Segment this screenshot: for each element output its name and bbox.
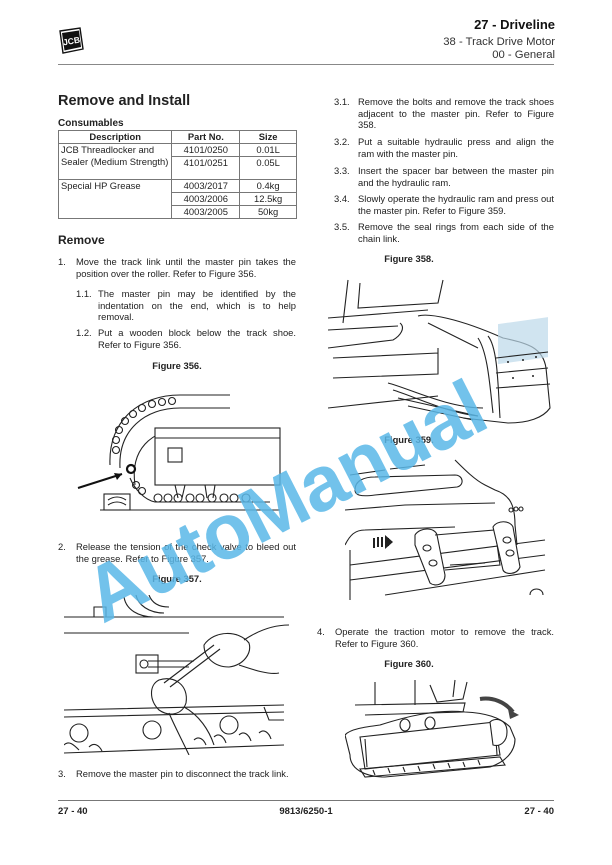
figure-358-image (327, 278, 558, 428)
step-1-1: 1.1. The master pin may be identified by… (76, 288, 296, 323)
remove-heading: Remove (58, 233, 105, 247)
jcb-logo: JCB (58, 27, 84, 54)
svg-text:JCB: JCB (62, 35, 80, 48)
table-header-row: Description Part No. Size (57, 130, 297, 144)
page-number-right: 27 - 40 (524, 806, 554, 817)
column-header: Description (57, 130, 173, 144)
column-header: Size (239, 130, 297, 144)
subsection-title: 38 - Track Drive Motor (443, 36, 555, 48)
footer-divider (58, 800, 554, 801)
step-3: 3. Remove the master pin to disconnect t… (58, 768, 289, 779)
step-3-5: 3.5. Remove the seal rings from each sid… (334, 221, 554, 244)
cell-part-no: 4003/2006 (171, 192, 241, 206)
figure-357-image (63, 594, 304, 756)
figure-356-caption: Figure 356. (152, 360, 202, 371)
figure-359-caption: Figure 359. (384, 434, 434, 445)
figure-360-caption: Figure 360. (384, 658, 434, 669)
header-divider (58, 64, 554, 65)
figure-359-image (344, 455, 555, 605)
cell-part-no: 4003/2017 (171, 179, 241, 193)
document-number: 9813/6250-1 (279, 806, 333, 817)
cell-description: Special HP Grease (57, 179, 173, 219)
consumables-table: Description Part No. Size JCB Threadlock… (57, 130, 297, 219)
cell-description: JCB Threadlocker and Sealer (Medium Stre… (57, 143, 173, 180)
cell-size: 0.4kg (239, 179, 297, 193)
step-1: 1. Move the track link until the master … (58, 256, 296, 279)
cell-size: 12.5kg (239, 192, 297, 206)
table-row: 4003/2005 50kg (59, 205, 297, 219)
table-row: Special HP Grease 4003/2017 0.4kg (57, 179, 297, 219)
cell-part-no: 4101/0250 (171, 143, 241, 157)
figure-357-caption: Figure 357. (152, 573, 202, 584)
step-2: 2. Release the tension of the check valv… (58, 541, 296, 564)
section-title: 27 - Driveline (474, 17, 555, 32)
page-title: Remove and Install (58, 93, 191, 109)
figure-356-image (70, 390, 300, 525)
table-row: 4003/2006 12.5kg (59, 192, 297, 206)
table-row: 4101/0251 0.05L (59, 156, 297, 180)
step-3-1: 3.1. Remove the bolts and remove the tra… (334, 96, 554, 131)
subsection-titles: 38 - Track Drive Motor 00 - General (443, 36, 555, 62)
column-header: Part No. (171, 130, 241, 144)
page-number-left: 27 - 40 (58, 806, 88, 817)
consumables-label: Consumables (58, 118, 124, 129)
cell-size: 0.01L (239, 143, 297, 157)
figure-358-caption: Figure 358. (384, 253, 434, 264)
sub-subsection-title: 00 - General (492, 49, 555, 61)
table-row: JCB Threadlocker and Sealer (Medium Stre… (57, 143, 297, 180)
step-3-3: 3.3. Insert the spacer bar between the m… (334, 165, 554, 188)
step-3-4: 3.4. Slowly operate the hydraulic ram an… (334, 193, 554, 216)
cell-size: 0.05L (239, 156, 297, 180)
step-1-2: 1.2. Put a wooden block below the track … (76, 327, 296, 350)
step-4: 4. Operate the traction motor to remove … (317, 626, 554, 649)
cell-part-no: 4101/0251 (171, 156, 241, 180)
step-3-2: 3.2. Put a suitable hydraulic press and … (334, 136, 554, 159)
cell-part-no: 4003/2005 (171, 205, 241, 219)
cell-size: 50kg (239, 205, 297, 219)
figure-360-image (344, 677, 525, 782)
